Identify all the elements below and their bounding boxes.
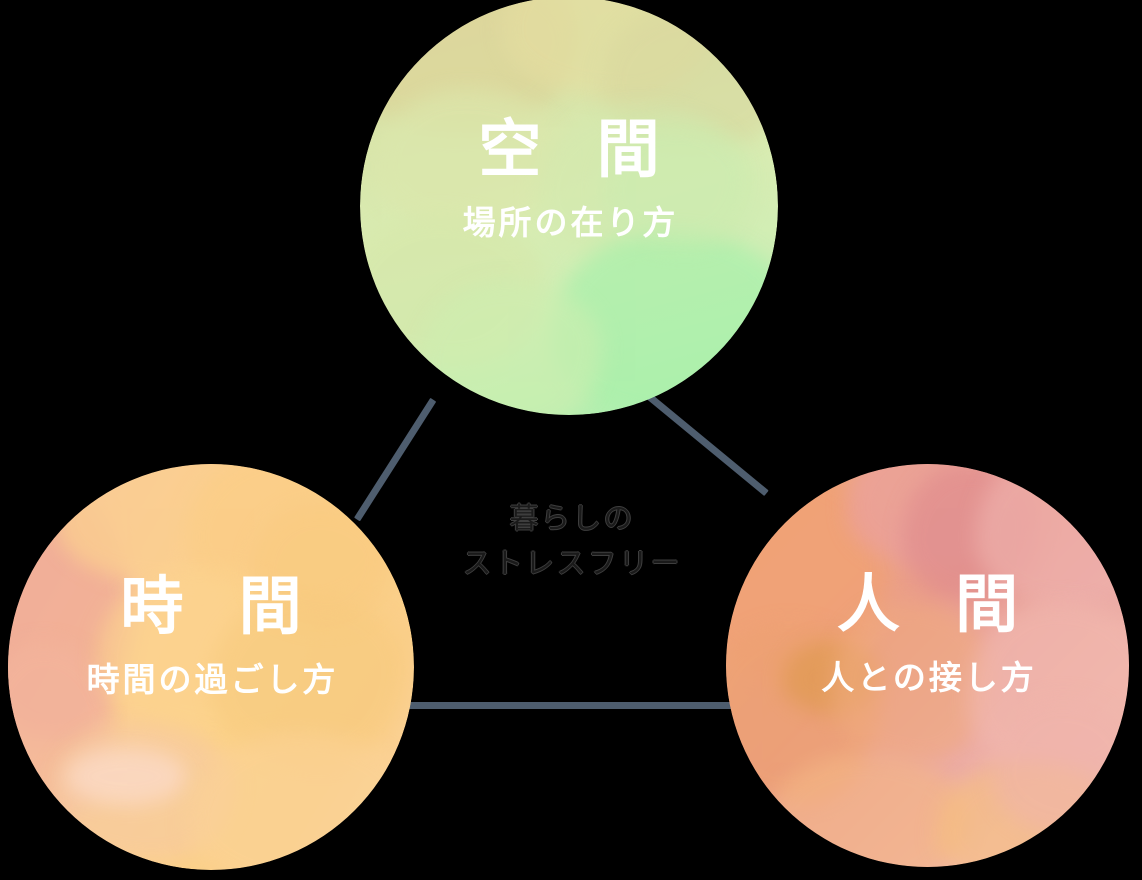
node-time[interactable]: 時 間 時間の過ごし方 [8,464,414,870]
node-space-title: 空 間 [478,115,679,185]
node-space-labels: 空 間 場所の在り方 [360,0,778,241]
center-caption-line-1: 暮らしの [509,503,635,535]
watercolor-texture-time-icon [8,464,414,870]
node-time-subtitle: 時間の過ごし方 [86,661,339,699]
node-people[interactable]: 人 間 人との接し方 [726,464,1129,867]
node-space-subtitle: 場所の在り方 [462,204,679,242]
node-time-title: 時 間 [120,572,321,642]
node-people-labels: 人 間 人との接し方 [726,464,1129,696]
node-people-title: 人 間 [836,570,1038,640]
node-people-subtitle: 人との接し方 [821,659,1037,697]
center-caption: 暮らしの ストレスフリー [0,497,1142,587]
watercolor-texture-people-icon [726,464,1129,867]
node-space[interactable]: 空 間 場所の在り方 [360,0,778,415]
watercolor-texture-space-icon [360,0,778,415]
center-caption-line-2: ストレスフリー [462,547,682,580]
connector-time-to-people [398,702,738,709]
node-time-labels: 時 間 時間の過ごし方 [8,464,414,698]
